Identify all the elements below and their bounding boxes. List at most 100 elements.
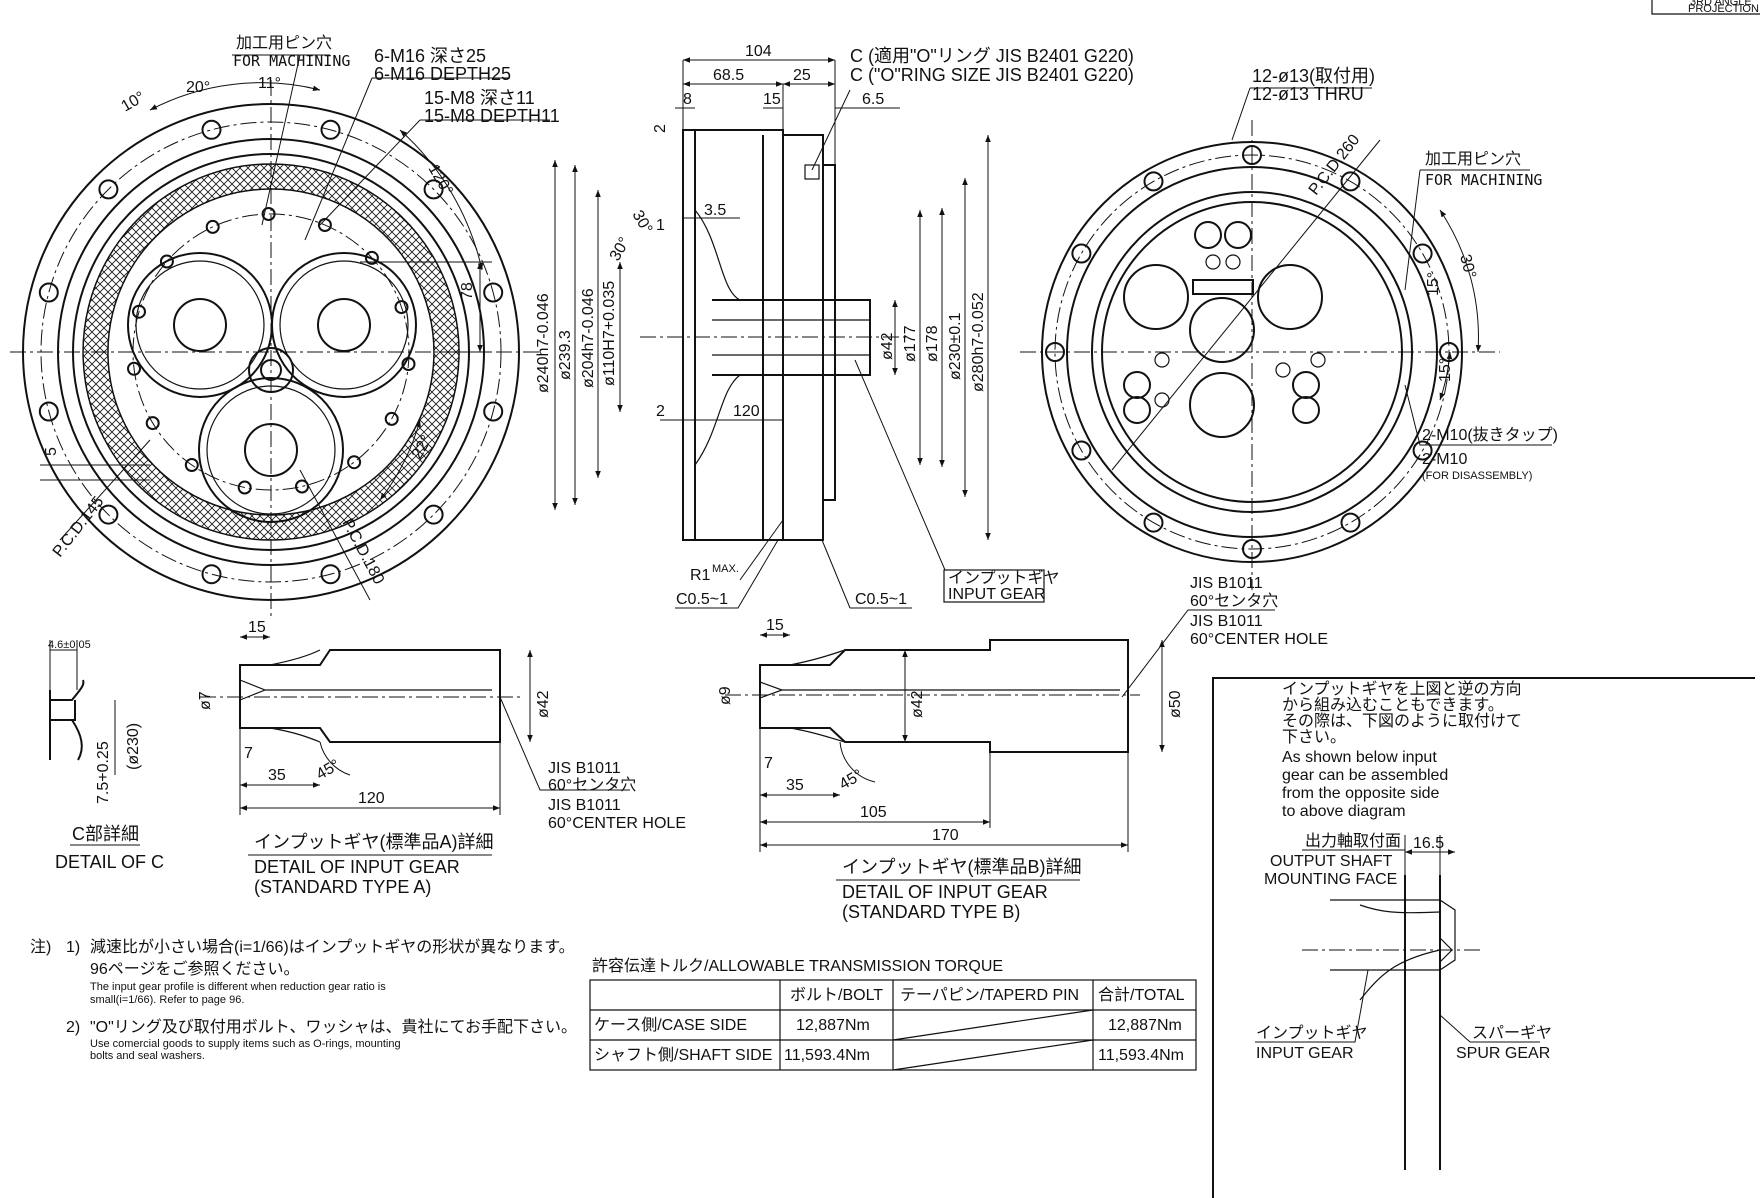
m10-jp: 2-M10(抜きタップ)	[1422, 426, 1558, 444]
note-dim-16-5: 16.5	[1413, 835, 1444, 852]
bolt-hole	[38, 282, 59, 303]
tap-hole	[401, 357, 416, 371]
front-angle-10: 10°	[119, 89, 148, 116]
detail-c-7-5: 7.5+0.25	[95, 741, 112, 804]
footnotes: 注) 1) 減速比が小さい場合(i=1/66)はインプットギヤの形状が異なります…	[30, 938, 577, 1062]
rear-angle-30: 30°	[1456, 253, 1479, 281]
torque-row-shaft-label: シャフト側/SHAFT SIDE	[594, 1046, 772, 1064]
mounting-hole	[1071, 440, 1092, 461]
front-dim-78: 78	[459, 282, 476, 300]
input-gear-b: 15 ø9 ø42 ø50 7 35 45° 105 170 JIS B1011…	[717, 575, 1328, 922]
sec-dim-2-bottom: 2	[656, 403, 665, 420]
mount-face-en2: MOUNTING FACE	[1264, 871, 1397, 888]
sec-dim-25: 25	[793, 67, 811, 84]
mounting-hole	[1242, 539, 1262, 559]
sec-dim-2-top: 2	[652, 124, 669, 133]
torque-title: 許容伝達トルク/ALLOWABLE TRANSMISSION TORQUE	[592, 957, 1003, 975]
sec-dim-104: 104	[745, 43, 772, 60]
notes-label: 注)	[30, 938, 51, 956]
tap-hole	[261, 207, 276, 221]
note2-en2: bolts and seal washers.	[90, 1050, 205, 1062]
sec-dim-3-5: 3.5	[704, 202, 726, 219]
o-ring-groove	[804, 164, 820, 180]
mounting-hole	[1242, 145, 1262, 165]
rear-view: 12-ø13(取付用) 12-ø13 THRU P.C.D.260 加工用ピン穴…	[1020, 66, 1558, 590]
bolt-hole	[201, 564, 222, 585]
bolt-hole	[320, 119, 341, 140]
detail-c-phi230: (ø230)	[125, 723, 142, 770]
gear-a-jis-en1: JIS B1011	[548, 797, 621, 814]
tap-hole	[205, 219, 220, 234]
gear-a-jis-jp1: JIS B1011	[548, 760, 621, 777]
phi240-label: ø240h7-0.046	[535, 293, 552, 393]
note-input-gear-en: INPUT GEAR	[1256, 1045, 1354, 1062]
rear-angle-15b: 15°	[1437, 358, 1454, 382]
gear-b-jis-en2: 60°CENTER HOLE	[1190, 631, 1328, 648]
note1-number: 1)	[66, 939, 80, 956]
projection-label-1: 3RD ANGLE	[1690, 0, 1752, 8]
note-box-jp4: 下さい。	[1282, 728, 1346, 746]
rear-angle-15a: 15°	[1425, 272, 1442, 296]
r1-label: R1	[690, 567, 711, 584]
note-box-en2: gear can be assembled	[1282, 767, 1448, 784]
bolt-hole	[98, 179, 119, 200]
tap-hole	[295, 479, 309, 494]
note1-en2: small(i=1/66). Refer to page 96.	[90, 994, 244, 1006]
gear-b-jis-jp2: 60°センタ穴	[1190, 592, 1278, 610]
bolt-hole	[483, 401, 504, 422]
tap-hole	[159, 254, 174, 269]
front-pin-hole-en: FOR MACHINING	[233, 52, 350, 70]
detail-c: 4.6±0.05 7.5+0.25 (ø230) C部詳細 DETAIL OF …	[48, 639, 164, 872]
gear-b-dim-7: 7	[764, 755, 773, 772]
assembly-note-box: インプットギヤを上図と逆の方向 から組み込むこともできます。 その際は、下図のよ…	[1212, 677, 1755, 1198]
mounting-hole	[1412, 440, 1433, 461]
gear-b-dim-105: 105	[860, 804, 887, 821]
torque-header-total: 合計/TOTAL	[1098, 986, 1185, 1004]
gear-b-title-en2: (STANDARD TYPE B)	[842, 902, 1020, 922]
note2-jp: "O"リング及び取付用ボルト、ワッシャは、貴社にてお手配下さい。	[90, 1018, 577, 1036]
tap-hole	[347, 455, 362, 470]
gear-a-dim-7: 7	[244, 745, 253, 762]
bolt-hole	[38, 401, 59, 422]
sec-dim-1: 1	[656, 217, 665, 234]
torque-row-shaft-bolt: 11,593.4Nm	[784, 1047, 870, 1064]
tap-hole	[394, 300, 409, 315]
m10-note: (FOR DISASSEMBLY)	[1422, 470, 1532, 482]
front-pin-hole-jp: 加工用ピン穴	[236, 34, 332, 52]
note-spur-gear-jp: スパーギヤ	[1472, 1024, 1552, 1042]
rear-thru-jp: 12-ø13(取付用)	[1252, 66, 1375, 86]
gear-b-dim-15: 15	[766, 617, 784, 634]
r1-sup: MAX.	[712, 563, 739, 575]
tap-hole	[184, 458, 199, 472]
gear-b-jis-en1: JIS B1011	[1190, 613, 1263, 630]
rear-pin-hole-en: FOR MACHINING	[1425, 171, 1542, 189]
m10-en: 2-M10	[1422, 451, 1467, 468]
sec-dim-6-5: 6.5	[862, 91, 884, 108]
gear-a-dim-35: 35	[268, 767, 286, 784]
projection-label-2: PROJECTION	[1688, 3, 1759, 15]
gear-b-jis-jp1: JIS B1011	[1190, 575, 1263, 592]
planet-gears	[127, 252, 417, 523]
detail-c-title-jp: C部詳細	[72, 824, 139, 844]
bolt-hole	[98, 504, 119, 525]
gear-a-dim-15: 15	[248, 619, 266, 636]
note2-number: 2)	[66, 1019, 80, 1036]
phi178-label: ø178	[924, 325, 941, 362]
note-input-gear-jp: インプットギヤ	[1256, 1024, 1368, 1042]
note1-jp1: 減速比が小さい場合(i=1/66)はインプットギヤの形状が異なります。	[90, 938, 575, 956]
sec-angle-30a: 30°	[629, 208, 656, 237]
phi177-label: ø177	[902, 325, 919, 362]
sec-dim-68-5: 68.5	[713, 67, 744, 84]
input-gear-a: 15 ø7 ø42 7 35 45° 120 JIS B1011 60°センタ穴…	[197, 619, 686, 897]
tap8-en: 15-M8 DEPTH11	[424, 106, 560, 126]
oring-en: C ("O"RING SIZE JIS B2401 G220)	[850, 65, 1134, 85]
note-box-en4: to above diagram	[1282, 803, 1406, 820]
tap16-en: 6-M16 DEPTH25	[374, 64, 511, 84]
bolt-hole	[320, 564, 341, 585]
tap-hole	[127, 361, 141, 376]
gear-a-phi42: ø42	[535, 690, 552, 718]
section-view: 104 68.5 25 8 15 6.5 2 3.5 1 30° 30° 2 1…	[535, 43, 1134, 609]
gear-a-angle-45: 45°	[314, 757, 343, 784]
mounting-hole	[1340, 512, 1361, 533]
